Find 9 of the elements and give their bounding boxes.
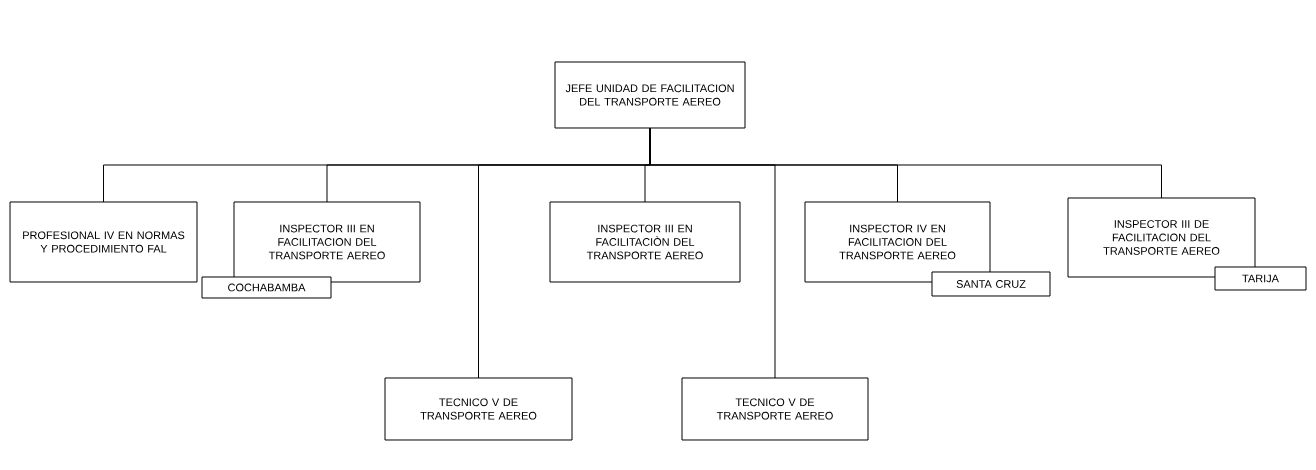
location-tag: SANTA CRUZ	[931, 271, 1051, 297]
position-box: TECNICO V DE TRANSPORTE AEREO	[384, 377, 573, 441]
position-box: PROFESIONAL IV EN NORMAS Y PROCEDIMIENTO FAL	[9, 201, 198, 283]
position-box: INSPECTOR III EN FACILITACIÒN DEL TRANSPORTE AEREO	[549, 201, 741, 283]
location-tag: COCHABAMBA	[201, 276, 332, 299]
location-tag: TARIJA	[1214, 266, 1307, 291]
connector-line	[649, 127, 1162, 199]
position-box: TECNICO V DE TRANSPORTE AEREO	[681, 377, 869, 441]
position-box: JEFE UNIDAD DE FACILITACION DEL TRANSPORTE AEREO	[554, 61, 746, 129]
